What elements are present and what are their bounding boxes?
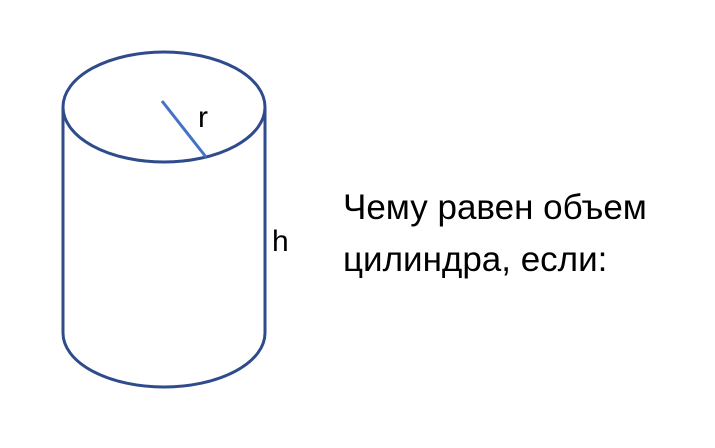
radius-label: r: [198, 101, 208, 134]
radius-line: [160, 100, 208, 158]
question-line-2: цилиндра, если:: [343, 240, 608, 279]
cylinder-top-ellipse: [61, 50, 267, 164]
height-label: h: [272, 225, 289, 258]
question-line-1: Чему равен объем: [343, 188, 647, 227]
question-text: Чему равен объем цилиндра, если:: [343, 182, 703, 286]
cylinder-bottom-arc: [61, 332, 267, 389]
